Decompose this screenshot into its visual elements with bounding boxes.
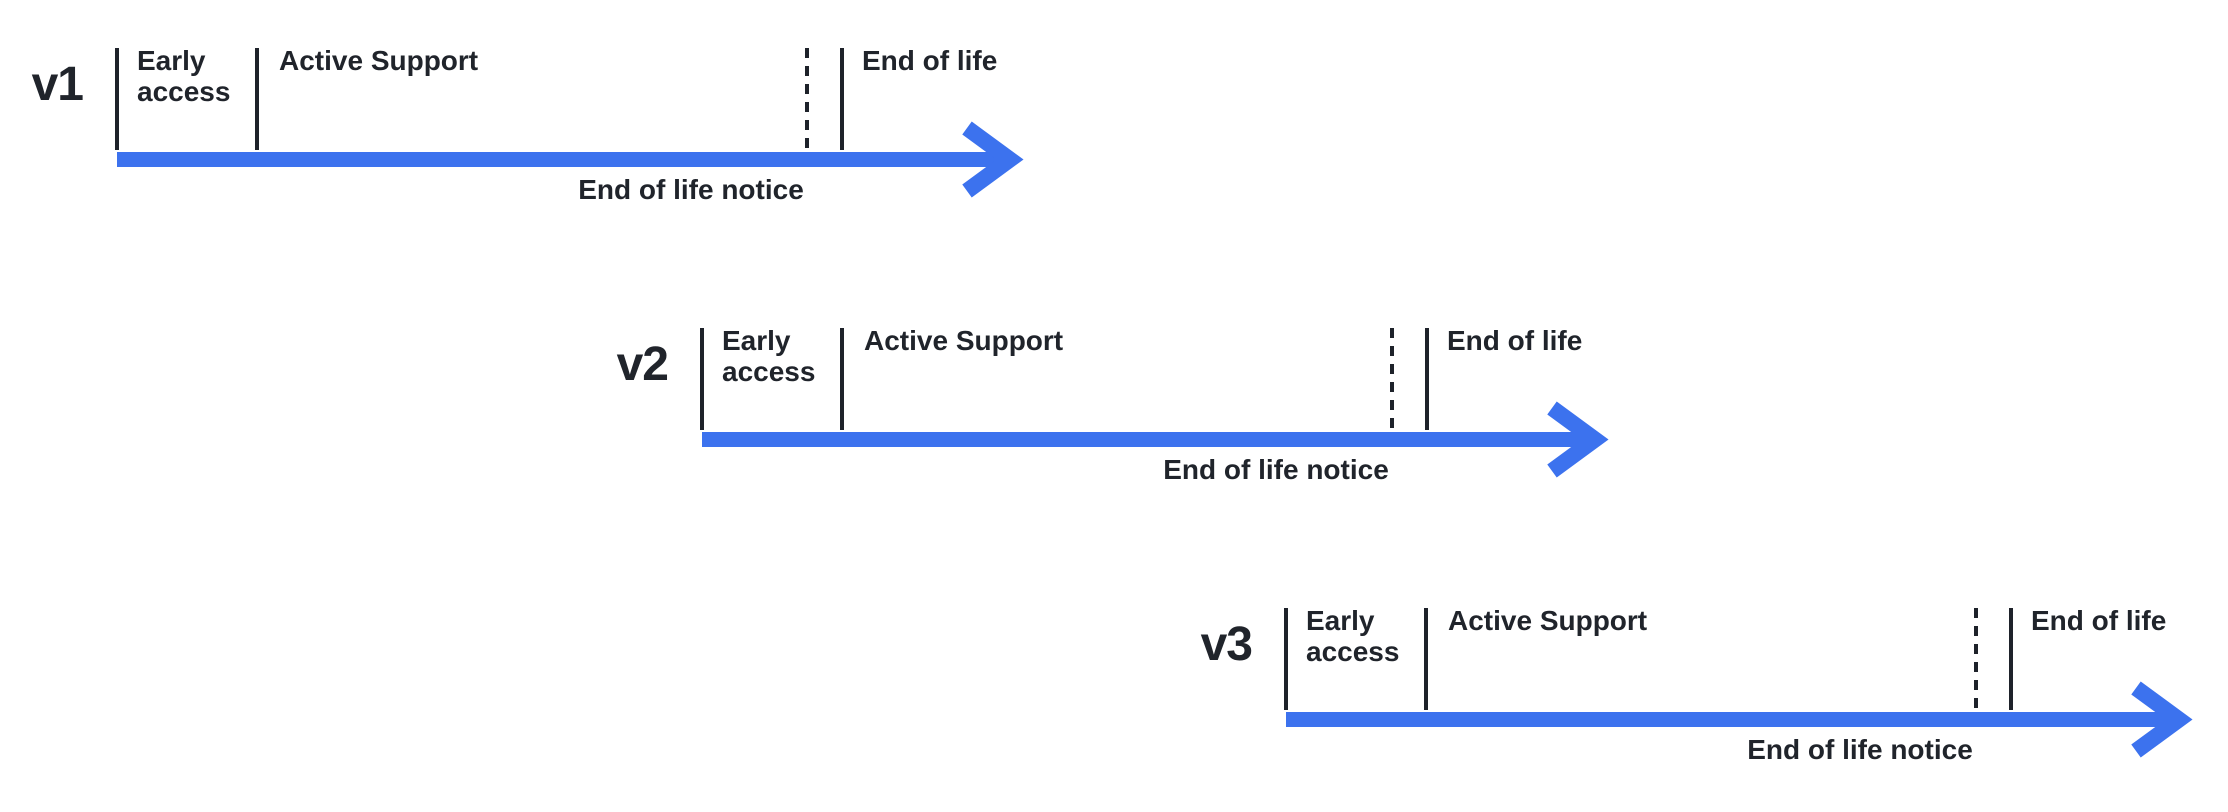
early-access-start-tick xyxy=(700,328,704,430)
active-support-label: Active Support xyxy=(864,325,1064,356)
early-access-label: Early access xyxy=(1306,605,1400,667)
active-support-label: Active Support xyxy=(279,45,479,76)
end-of-life-notice-dashed-tick xyxy=(1974,608,1978,710)
end-of-life-label: End of life xyxy=(1447,325,1583,356)
version-label: v2 xyxy=(616,338,669,391)
end-of-life-tick xyxy=(1425,328,1429,430)
end-of-life-notice-label: End of life notice xyxy=(1747,734,1973,765)
timeline-v1: v1 Early access Active Support End of li… xyxy=(32,45,1047,213)
timeline-v3: v3 Early access Active Support End of li… xyxy=(1201,605,2216,773)
end-of-life-notice-dashed-tick xyxy=(805,48,809,150)
early-access-label: Early access xyxy=(137,45,231,107)
active-support-start-tick xyxy=(255,48,259,150)
early-access-start-tick xyxy=(1284,608,1288,710)
end-of-life-notice-dashed-tick xyxy=(1390,328,1394,430)
version-label: v3 xyxy=(1200,618,1253,671)
active-support-start-tick xyxy=(1424,608,1428,710)
end-of-life-notice-label: End of life notice xyxy=(1163,454,1389,485)
version-label: v1 xyxy=(31,58,84,111)
end-of-life-label: End of life xyxy=(862,45,998,76)
active-support-start-tick xyxy=(840,328,844,430)
timeline-arrow xyxy=(117,121,1024,198)
active-support-label: Active Support xyxy=(1448,605,1648,636)
early-access-label: Early access xyxy=(722,325,816,387)
timeline-v2: v2 Early access Active Support End of li… xyxy=(617,325,1632,493)
end-of-life-tick xyxy=(2009,608,2013,710)
end-of-life-notice-label: End of life notice xyxy=(578,174,804,205)
end-of-life-label: End of life xyxy=(2031,605,2167,636)
early-access-start-tick xyxy=(115,48,119,150)
timeline-arrow xyxy=(1286,681,2193,758)
end-of-life-tick xyxy=(840,48,844,150)
timeline-arrow xyxy=(702,401,1609,478)
